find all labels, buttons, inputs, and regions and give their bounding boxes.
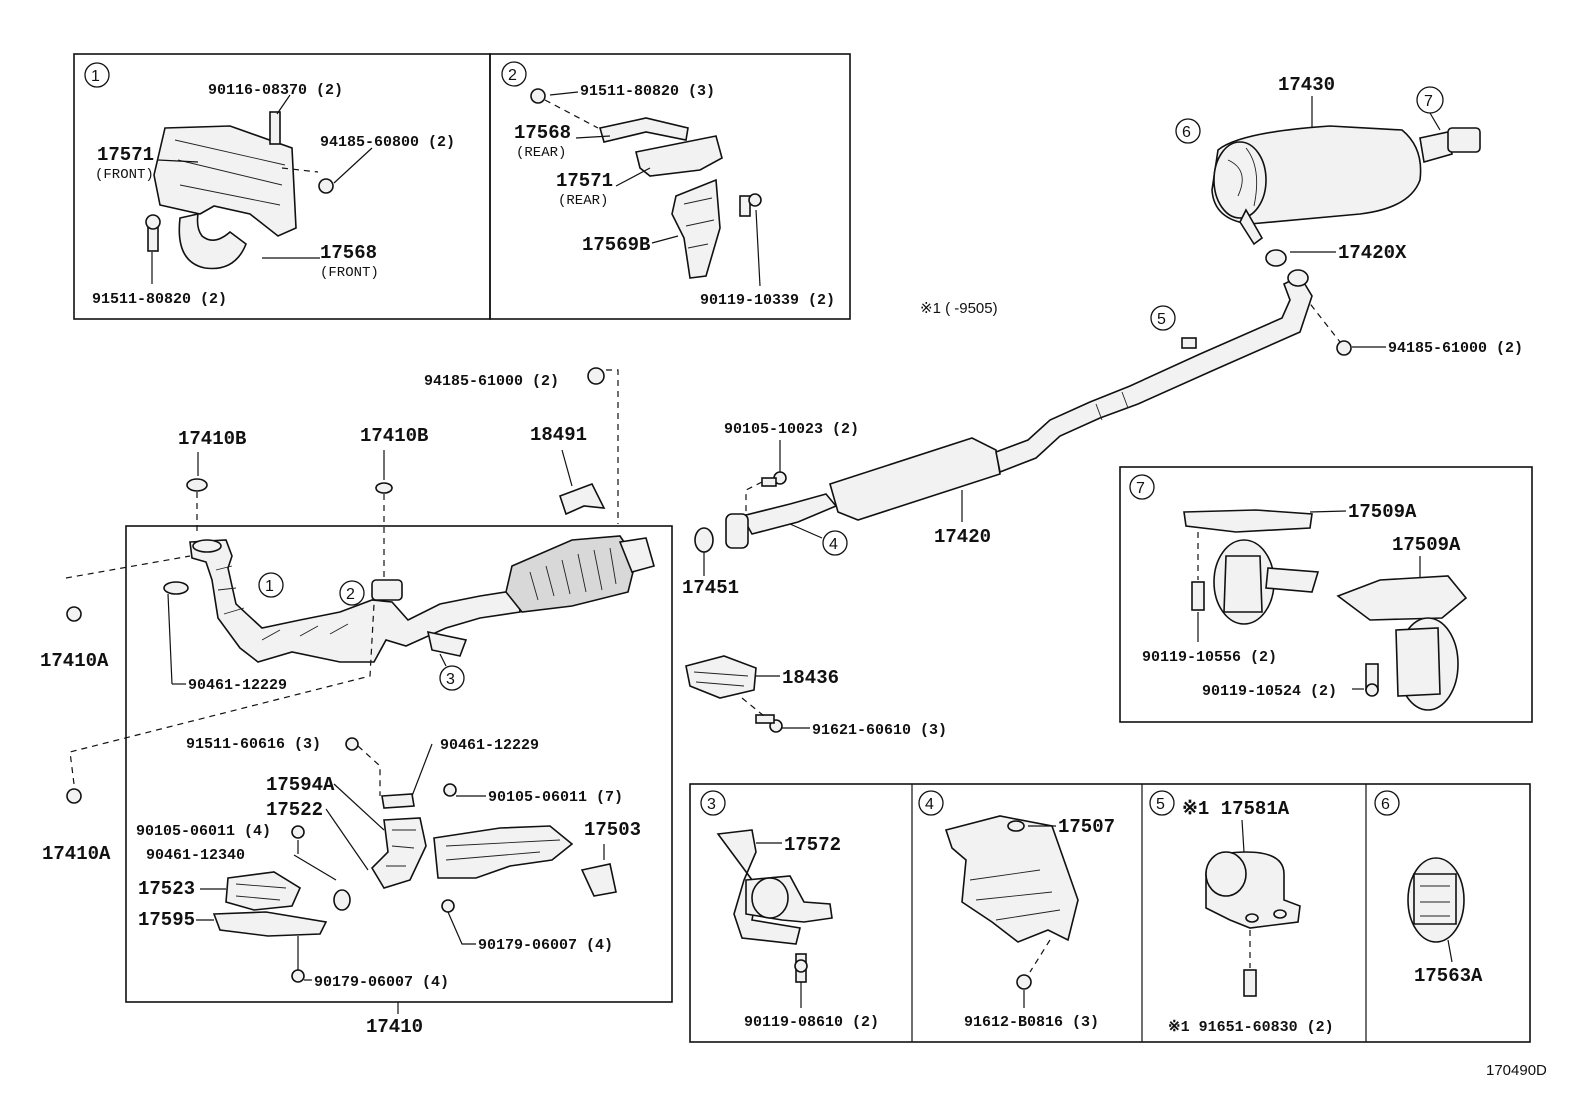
svg-text:94185-61000 (2): 94185-61000 (2) (424, 373, 559, 390)
svg-text:90119-08610 (2): 90119-08610 (2) (744, 1014, 879, 1031)
svg-text:91511-80820 (3): 91511-80820 (3) (580, 83, 715, 100)
svg-text:17523: 17523 (138, 878, 195, 900)
svg-text:90105-06011 (4): 90105-06011 (4) (136, 823, 271, 840)
svg-text:17451: 17451 (682, 577, 739, 599)
panel-4: 4 17507 91612-B0816 (3) (918, 790, 1115, 1031)
svg-text:(REAR): (REAR) (558, 193, 608, 209)
panel-5: 5 ※1 17581A ※1 91651-60830 (2) (1149, 790, 1334, 1036)
svg-text:90461-12229: 90461-12229 (188, 677, 287, 694)
svg-text:90119-10556 (2): 90119-10556 (2) (1142, 649, 1277, 666)
inset-7-hangers: 7 17509A 90119-10556 (2) 17509A 90119-10… (1119, 466, 1533, 723)
svg-text:91612-B0816 (3): 91612-B0816 (3) (964, 1014, 1099, 1031)
inset-1-front-bracket: 1 90116-08370 (2) 94185-60800 (2) 17571 … (73, 53, 491, 320)
svg-text:17507: 17507 (1058, 816, 1115, 838)
svg-text:17572: 17572 (784, 834, 841, 856)
svg-text:6: 6 (1182, 124, 1191, 141)
diagram-code: 170490D (1486, 1062, 1547, 1079)
svg-text:91511-60616 (3): 91511-60616 (3) (186, 736, 321, 753)
svg-text:5: 5 (1156, 796, 1165, 813)
svg-text:3: 3 (707, 796, 716, 813)
svg-text:6: 6 (1381, 796, 1390, 813)
svg-text:18491: 18491 (530, 424, 587, 446)
svg-text:17571: 17571 (556, 170, 613, 192)
svg-text:17410: 17410 (366, 1016, 423, 1038)
svg-text:90179-06007 (4): 90179-06007 (4) (314, 974, 449, 991)
svg-text:(FRONT): (FRONT) (95, 167, 154, 183)
svg-text:17595: 17595 (138, 909, 195, 931)
svg-text:17563A: 17563A (1414, 965, 1483, 987)
svg-text:17509A: 17509A (1348, 501, 1417, 523)
bottom-panels (689, 783, 1531, 1043)
svg-text:17430: 17430 (1278, 74, 1335, 96)
svg-text:17569B: 17569B (582, 234, 650, 256)
panel-3: 3 17572 90119-08610 (2) (700, 790, 879, 1031)
svg-text:90105-10023 (2): 90105-10023 (2) (724, 421, 859, 438)
svg-text:90119-10524 (2): 90119-10524 (2) (1202, 683, 1337, 700)
svg-text:※1 ( -9505): ※1 ( -9505) (920, 300, 998, 317)
svg-text:2: 2 (508, 67, 517, 84)
svg-text:1: 1 (265, 578, 274, 595)
svg-text:17571: 17571 (97, 144, 154, 166)
svg-text:17568: 17568 (514, 122, 571, 144)
svg-text:7: 7 (1136, 480, 1145, 497)
svg-text:94185-61000 (2): 94185-61000 (2) (1388, 340, 1523, 357)
svg-text:90116-08370 (2): 90116-08370 (2) (208, 82, 343, 99)
svg-text:3: 3 (446, 671, 455, 688)
svg-text:91511-80820 (2): 91511-80820 (2) (92, 291, 227, 308)
svg-text:91621-60610 (3): 91621-60610 (3) (812, 722, 947, 739)
svg-text:17410A: 17410A (42, 843, 111, 865)
svg-text:17410A: 17410A (40, 650, 109, 672)
svg-text:7: 7 (1424, 93, 1433, 110)
svg-text:90119-10339 (2): 90119-10339 (2) (700, 292, 835, 309)
svg-text:90461-12229: 90461-12229 (440, 737, 539, 754)
svg-text:17522: 17522 (266, 799, 323, 821)
panel-6: 6 17563A (1374, 790, 1483, 987)
svg-text:4: 4 (829, 536, 838, 553)
center-pipe-group: 90105-10023 (2) 4 17420 17451 18436 9162… (682, 269, 1313, 739)
svg-text:2: 2 (346, 586, 355, 603)
svg-text:17420X: 17420X (1338, 242, 1407, 264)
svg-text:90179-06007 (4): 90179-06007 (4) (478, 937, 613, 954)
svg-text:※1 17581A: ※1 17581A (1182, 798, 1290, 820)
svg-text:1: 1 (91, 68, 100, 85)
svg-text:17568: 17568 (320, 242, 377, 264)
svg-text:17509A: 17509A (1392, 534, 1461, 556)
svg-text:90105-06011 (7): 90105-06011 (7) (488, 789, 623, 806)
svg-text:(FRONT): (FRONT) (320, 265, 379, 281)
svg-text:17410B: 17410B (178, 428, 246, 450)
svg-text:17410B: 17410B (360, 425, 428, 447)
svg-text:4: 4 (925, 796, 934, 813)
svg-text:90461-12340: 90461-12340 (146, 847, 245, 864)
svg-text:5: 5 (1157, 311, 1166, 328)
svg-text:94185-60800 (2): 94185-60800 (2) (320, 134, 455, 151)
inset-2-rear-bracket: 2 91511-80820 (3) 17568 (REAR) 17571 (RE… (489, 53, 851, 320)
svg-text:17420: 17420 (934, 526, 991, 548)
svg-text:18436: 18436 (782, 667, 839, 689)
svg-text:(REAR): (REAR) (516, 145, 566, 161)
svg-text:17503: 17503 (584, 819, 641, 841)
rear-muffler-group: 17430 7 6 17420X 94185-61000 (2) 5 ※1 ( … (920, 74, 1523, 357)
svg-text:※1 91651-60830 (2): ※1 91651-60830 (2) (1168, 1019, 1334, 1036)
svg-text:17594A: 17594A (266, 774, 335, 796)
front-pipe-assembly: 94185-61000 (2) 17410B 17410B 18491 1741… (40, 367, 673, 1038)
